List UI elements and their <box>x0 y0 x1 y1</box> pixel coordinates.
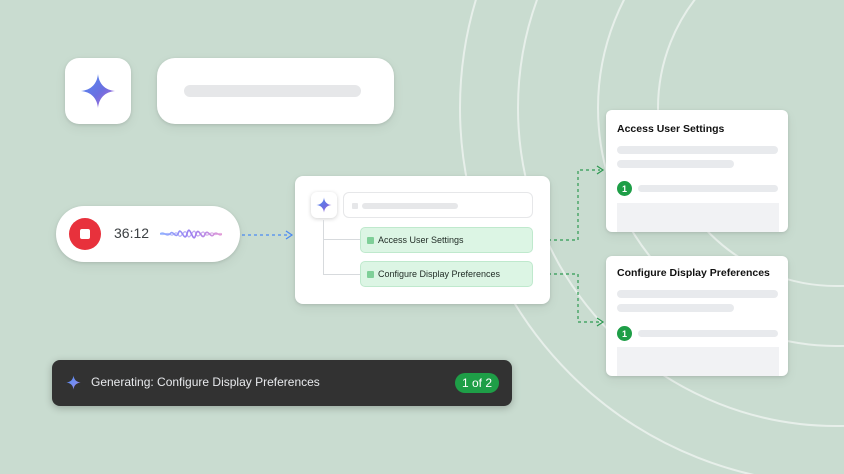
screenshot-placeholder <box>617 203 779 232</box>
stop-recording-button[interactable] <box>69 218 101 250</box>
placeholder-line <box>362 203 458 209</box>
placeholder-line <box>617 290 778 298</box>
progress-count-badge: 1 of 2 <box>455 373 500 393</box>
placeholder-line <box>617 160 734 168</box>
workflow-prompt-field[interactable] <box>343 192 533 218</box>
workflow-tree-lines <box>323 220 362 275</box>
step-card-title: Access User Settings <box>617 123 725 135</box>
stop-icon <box>80 229 90 239</box>
generation-status-toast: Generating: Configure Display Preference… <box>52 360 512 406</box>
step-number-badge: 1 <box>617 326 632 341</box>
placeholder-line <box>638 185 778 192</box>
step-marker-icon <box>367 237 374 244</box>
step-card-title: Configure Display Preferences <box>617 267 770 279</box>
placeholder-line <box>617 146 778 154</box>
recording-timer: 36:12 <box>114 225 150 241</box>
step-card-access-user-settings[interactable]: Access User Settings 1 <box>606 110 788 232</box>
placeholder-line <box>638 330 778 337</box>
generation-status-text: Generating: Configure Display Preference… <box>91 375 320 389</box>
step-card-configure-display-preferences[interactable]: Configure Display Preferences 1 <box>606 256 788 376</box>
workflow-step-configure-display-preferences[interactable]: Configure Display Preferences <box>360 261 533 287</box>
prompt-input-placeholder[interactable] <box>157 58 394 124</box>
audio-waveform-icon <box>160 229 222 239</box>
gemini-sparkle-icon <box>66 375 81 390</box>
workflow-step-access-user-settings[interactable]: Access User Settings <box>360 227 533 253</box>
placeholder-line <box>617 304 734 312</box>
step-marker-icon <box>367 271 374 278</box>
workflow-assistant-badge <box>311 192 337 218</box>
assistant-logo-tile <box>65 58 131 124</box>
workflow-step-label: Configure Display Preferences <box>378 269 501 279</box>
gemini-sparkle-icon <box>81 74 115 108</box>
screen-recorder: 36:12 <box>56 206 240 262</box>
workflow-step-label: Access User Settings <box>378 235 464 245</box>
placeholder-dot <box>352 203 358 209</box>
workflow-panel: Access User Settings Configure Display P… <box>295 176 550 304</box>
gemini-sparkle-icon <box>316 197 332 213</box>
placeholder-line <box>184 85 361 97</box>
step-connectors <box>536 169 600 323</box>
recorder-connector <box>242 230 294 240</box>
step-number-badge: 1 <box>617 181 632 196</box>
screenshot-placeholder <box>617 347 779 376</box>
